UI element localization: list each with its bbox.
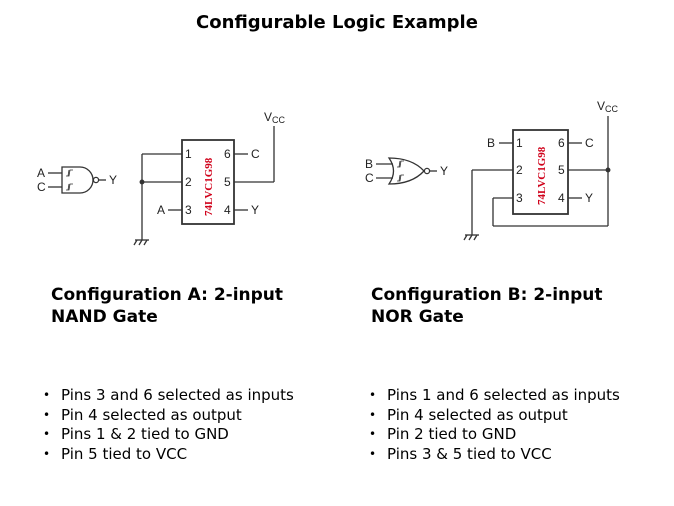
- inversion-bubble-icon: [92, 176, 100, 184]
- nor-gate-symbol: [376, 157, 437, 185]
- ic-chip-body: [512, 129, 569, 215]
- bullet-item: Pin 4 selected as output: [41, 406, 294, 426]
- config-b-bullet-list: Pins 1 and 6 selected as inputs Pin 4 se…: [367, 386, 620, 464]
- config-a-bullet-list: Pins 3 and 6 selected as inputs Pin 4 se…: [41, 386, 294, 464]
- pin-number: 5: [224, 175, 231, 189]
- pin-number: 2: [185, 175, 192, 189]
- nand-gate-symbol: [48, 166, 106, 194]
- bullet-item: Pins 3 & 5 tied to VCC: [367, 445, 620, 465]
- pin-number: 3: [516, 191, 523, 205]
- bullet-item: Pins 3 and 6 selected as inputs: [41, 386, 294, 406]
- gate-input-label: C: [37, 180, 46, 194]
- config-a-heading: Configuration A: 2-input NAND Gate: [51, 284, 351, 328]
- pin-number: 4: [558, 191, 565, 205]
- gate-input-label: C: [365, 171, 374, 185]
- bullet-item: Pin 2 tied to GND: [367, 425, 620, 445]
- ground-icon: [463, 234, 479, 241]
- config-b-labels: B C Y 1 2 3 6 5 4 B C Y VCC 74LVC1G98: [365, 99, 619, 205]
- config-a-schematic: [48, 126, 275, 246]
- schmitt-trigger-icon: [66, 169, 73, 177]
- gate-output-label: Y: [109, 173, 117, 187]
- bullet-item: Pins 1 and 6 selected as inputs: [367, 386, 620, 406]
- inversion-bubble-icon: [423, 167, 431, 175]
- vcc-label: VCC: [264, 110, 286, 125]
- bullet-item: Pins 1 & 2 tied to GND: [41, 425, 294, 445]
- config-a-heading-line2: NAND Gate: [51, 307, 158, 327]
- ground-icon: [133, 239, 149, 246]
- pin-net-label: Y: [585, 191, 593, 205]
- config-a-labels: A C Y 1 2 3 6 5 4 A C Y VCC 74LVC1G98: [37, 110, 286, 217]
- schematic-diagrams: A C Y 1 2 3 6 5 4 A C Y VCC 74LVC1G98: [37, 99, 619, 246]
- vcc-label: VCC: [597, 99, 619, 114]
- slide-title: Configurable Logic Example: [196, 12, 478, 33]
- chip-part-number: 74LVC1G98: [203, 157, 215, 216]
- pin-net-label: B: [487, 136, 495, 150]
- pin-net-label: C: [251, 147, 260, 161]
- config-b-heading-line1: Configuration B: 2-input: [371, 285, 603, 305]
- pin-number: 6: [558, 136, 565, 150]
- pin-net-label: Y: [251, 203, 259, 217]
- pin-number: 1: [185, 147, 192, 161]
- gate-output-label: Y: [440, 164, 448, 178]
- pin-net-label: C: [585, 136, 594, 150]
- gate-input-label: A: [37, 166, 45, 180]
- gate-input-label: B: [365, 157, 373, 171]
- bullet-item: Pin 5 tied to VCC: [41, 445, 294, 465]
- config-b-heading: Configuration B: 2-input NOR Gate: [371, 284, 671, 328]
- chip-part-number: 74LVC1G98: [536, 146, 548, 205]
- pin-net-label: A: [157, 203, 165, 217]
- config-b-heading-line2: NOR Gate: [371, 307, 464, 327]
- bullet-item: Pin 4 selected as output: [367, 406, 620, 426]
- schmitt-trigger-icon: [397, 174, 404, 182]
- pin-number: 3: [185, 203, 192, 217]
- schmitt-trigger-icon: [66, 183, 73, 191]
- pin-number: 1: [516, 136, 523, 150]
- pin-number: 4: [224, 203, 231, 217]
- junction-dot: [139, 179, 145, 185]
- schmitt-trigger-icon: [397, 160, 404, 168]
- config-a-heading-line1: Configuration A: 2-input: [51, 285, 284, 305]
- config-b-schematic: [376, 116, 611, 241]
- pin-number: 5: [558, 163, 565, 177]
- pin-number: 2: [516, 163, 523, 177]
- junction-dot: [605, 167, 611, 173]
- pin-number: 6: [224, 147, 231, 161]
